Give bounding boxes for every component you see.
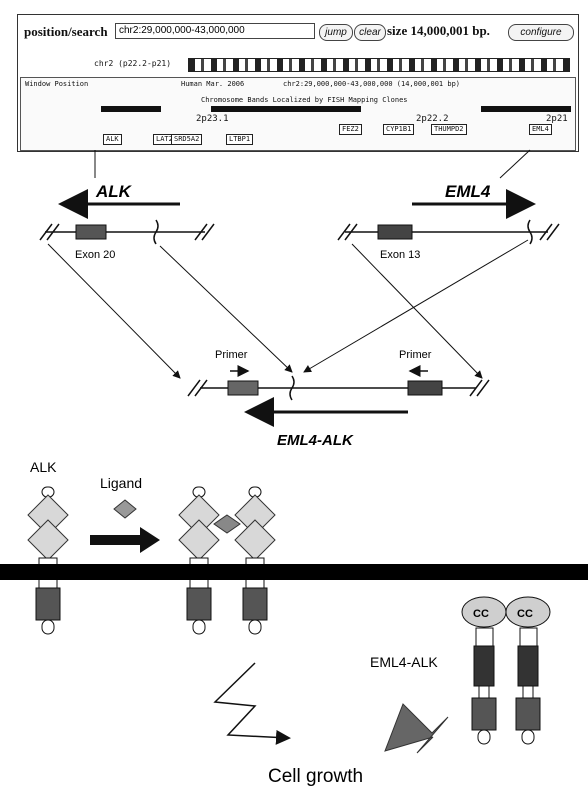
- constitutive-signal-arrow: [385, 704, 448, 753]
- ligand-label: Ligand: [100, 475, 142, 491]
- cc-domain-left-label: CC: [473, 608, 489, 620]
- activation-arrow: [90, 527, 160, 553]
- callout-line-eml4: [500, 150, 530, 178]
- primer-left-label: Primer: [215, 349, 248, 361]
- signal-zigzag-arrow: [215, 663, 288, 738]
- primer-right-label: Primer: [399, 349, 432, 361]
- cell-growth-label: Cell growth: [268, 766, 363, 787]
- alk-receptor-monomer: [28, 487, 68, 634]
- alk-receptor-dimer: [179, 487, 275, 634]
- eml4-exon-13: [378, 225, 412, 239]
- eml4-gene-label: EML4: [445, 182, 491, 201]
- fusion-gene-label: EML4-ALK: [277, 432, 354, 449]
- fusion-eml4-exon: [408, 381, 442, 395]
- cell-membrane: [0, 564, 588, 580]
- exon-13-label: Exon 13: [380, 249, 420, 261]
- arrow-alk-left-to-fusion: [48, 244, 180, 378]
- fusion-alk-exon: [228, 381, 258, 395]
- eml4-alk-protein-label: EML4-ALK: [370, 654, 438, 670]
- alk-exon-20: [76, 225, 106, 239]
- alk-receptor-label: ALK: [30, 459, 57, 475]
- exon-20-label: Exon 20: [75, 249, 115, 261]
- alk-gene-label: ALK: [95, 182, 133, 201]
- ligand-icon: [114, 500, 136, 518]
- cc-domain-right-label: CC: [517, 608, 533, 620]
